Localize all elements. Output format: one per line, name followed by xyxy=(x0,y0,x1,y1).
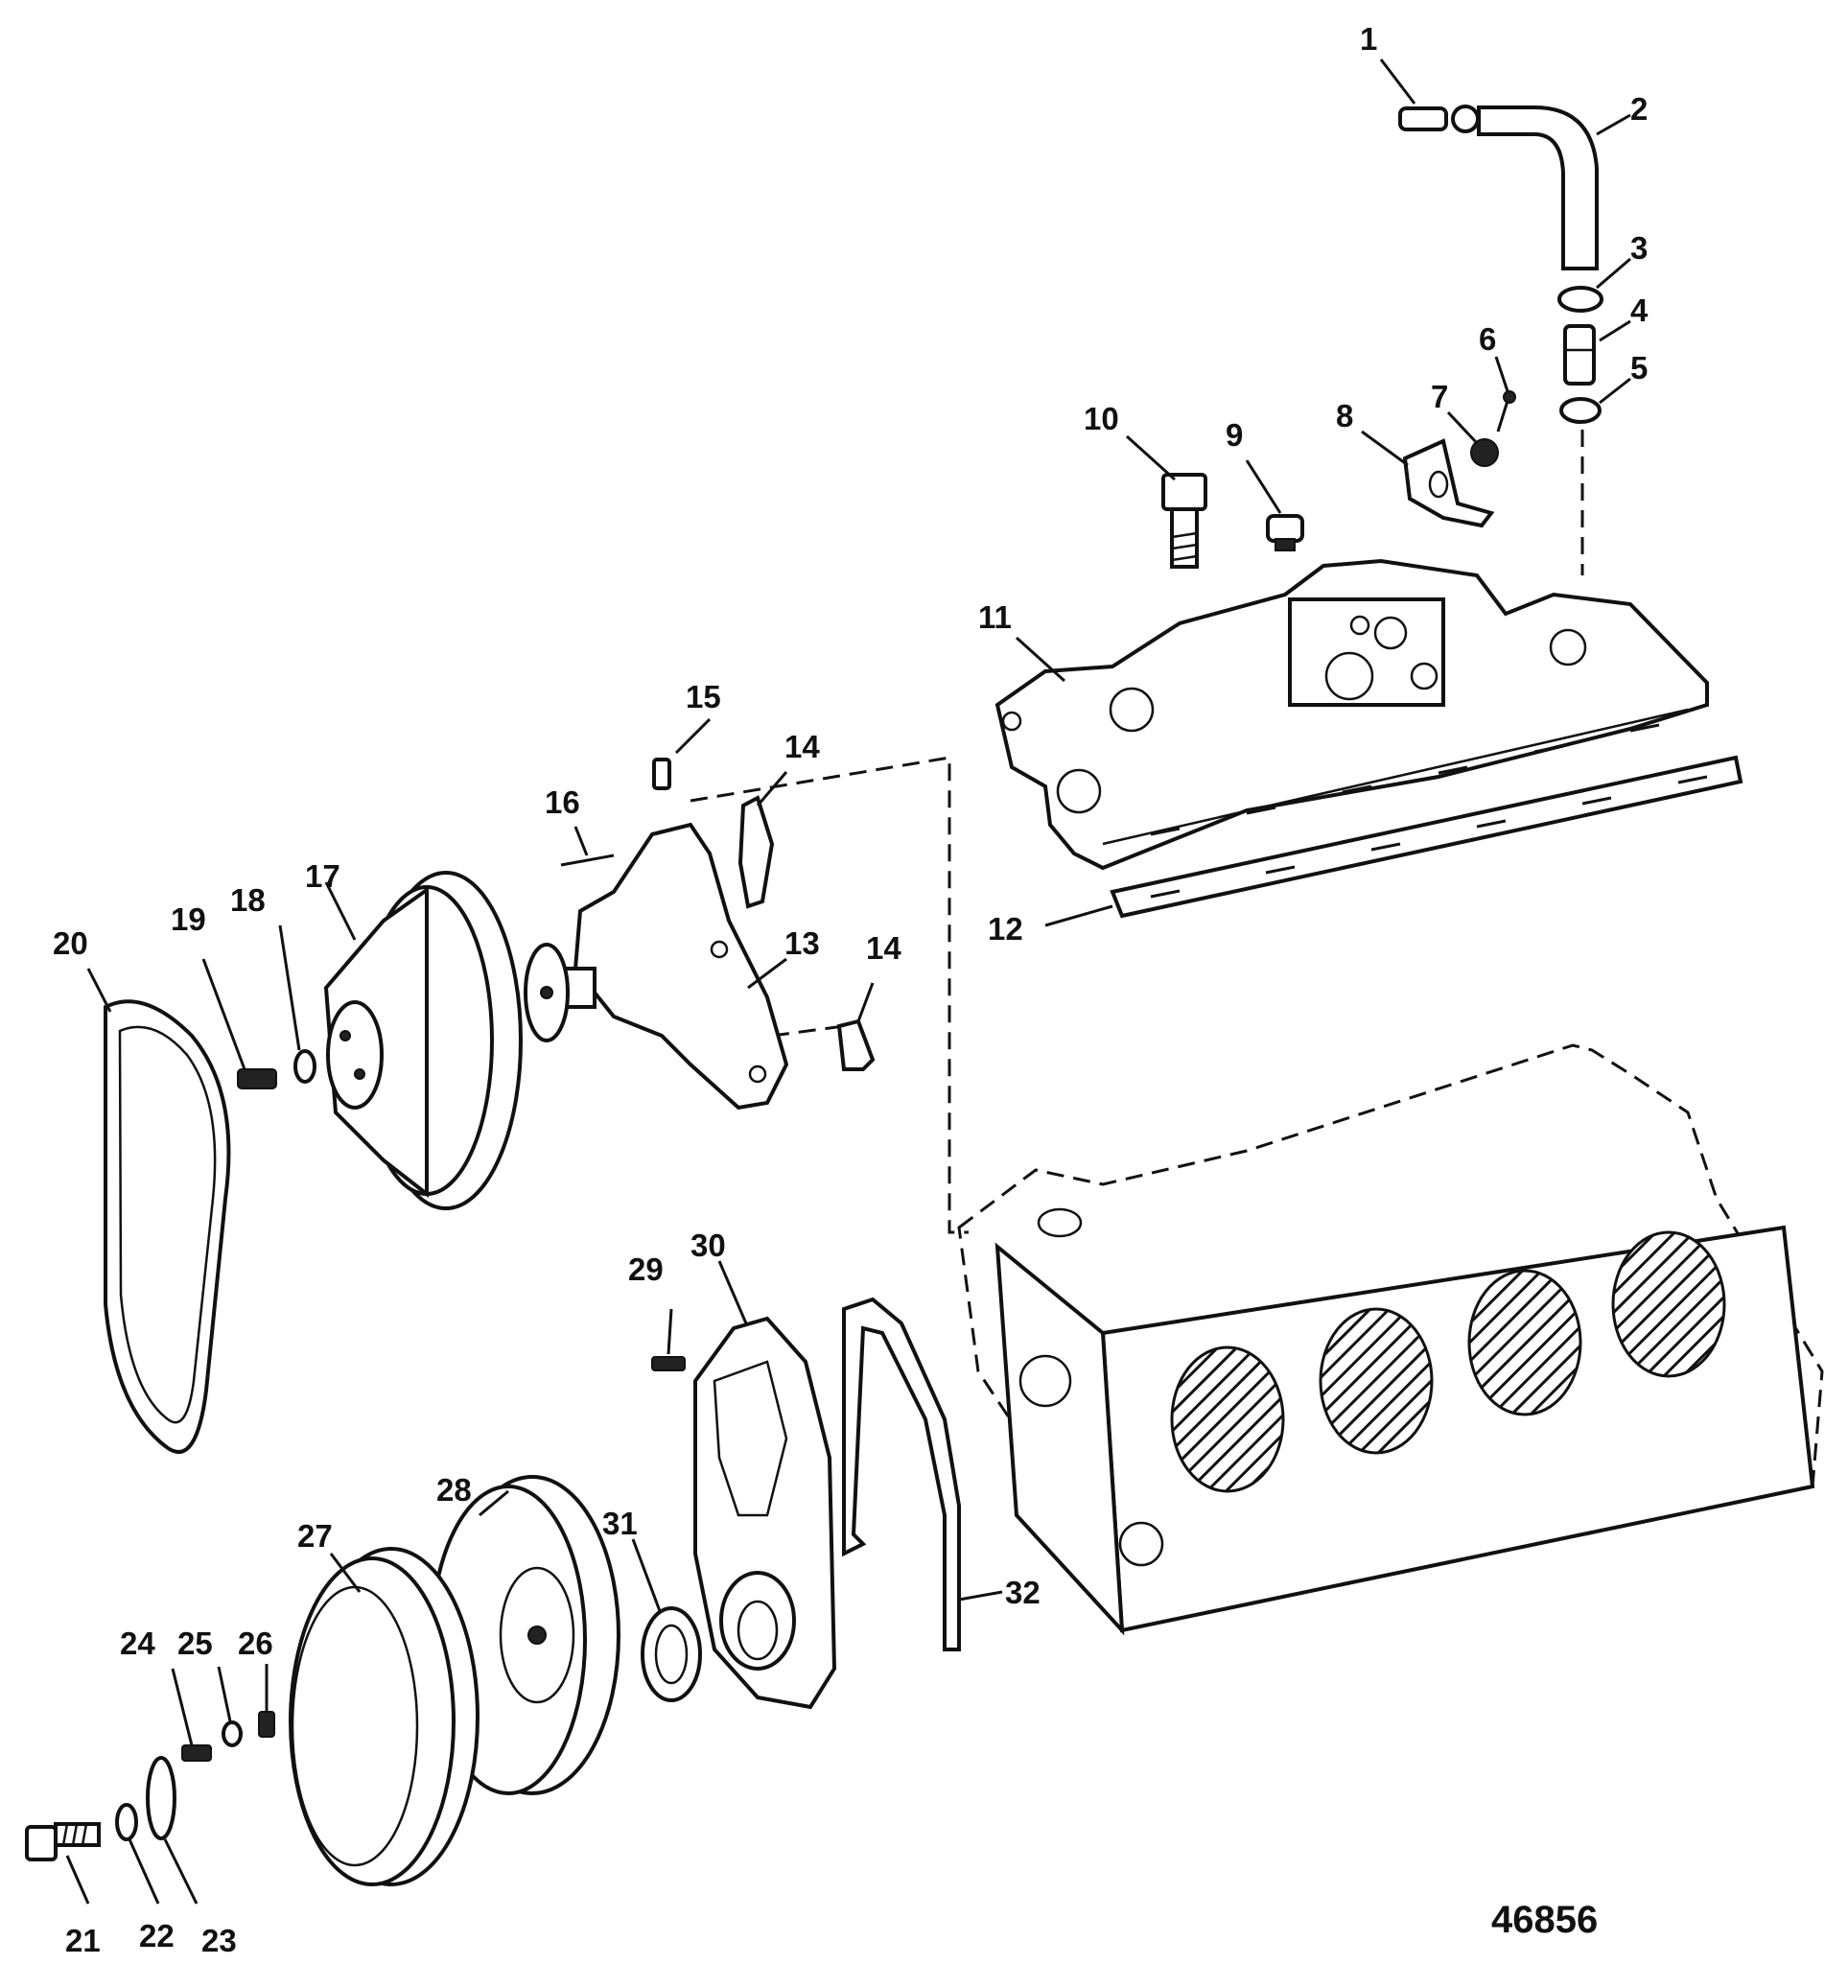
callout-21: 21 xyxy=(65,1923,101,1958)
callout-25: 25 xyxy=(177,1625,213,1661)
part-4-adapter xyxy=(1563,324,1596,386)
figure-number: 46856 xyxy=(1491,1899,1598,1941)
part-32-gasket xyxy=(842,1297,961,1651)
callout-10: 10 xyxy=(1084,401,1119,436)
callout-19: 19 xyxy=(171,901,206,937)
part-14-gasket-lower xyxy=(836,1018,876,1071)
part-15-dowel-pin xyxy=(652,758,671,790)
part-14-gasket-upper xyxy=(737,795,775,909)
engine-block xyxy=(957,1043,1824,1636)
alignment-line xyxy=(690,756,969,1234)
callout-28: 28 xyxy=(436,1472,472,1508)
callout-7: 7 xyxy=(1431,379,1448,414)
callout-2: 2 xyxy=(1630,91,1648,127)
callout-32: 32 xyxy=(1005,1575,1041,1610)
leader-lines xyxy=(65,58,1631,1905)
callout-8: 8 xyxy=(1336,398,1353,433)
callout-labels: 1 2 3 4 5 6 7 8 9 10 11 12 13 14 14 15 1… xyxy=(53,21,1649,1958)
callout-9: 9 xyxy=(1226,417,1243,453)
part-12-gasket xyxy=(1110,755,1743,919)
alignment-line xyxy=(771,1024,845,1038)
callout-4: 4 xyxy=(1630,292,1649,328)
callout-1: 1 xyxy=(1360,21,1377,57)
part-5-washer xyxy=(1559,397,1602,424)
part-21-bolt xyxy=(25,1822,101,1861)
callout-24: 24 xyxy=(120,1625,155,1661)
part-8-bracket xyxy=(1402,438,1495,528)
part-29-bolt xyxy=(651,1356,686,1371)
callout-29: 29 xyxy=(628,1251,664,1287)
part-13-water-pump xyxy=(524,822,789,1111)
callout-27: 27 xyxy=(297,1518,333,1554)
callout-17: 17 xyxy=(305,858,340,894)
callout-3: 3 xyxy=(1630,230,1648,266)
part-7-nut xyxy=(1470,438,1499,467)
part-25-washer xyxy=(222,1720,243,1747)
callout-11: 11 xyxy=(978,599,1012,635)
callout-31: 31 xyxy=(602,1506,638,1541)
part-2-hose xyxy=(1477,105,1599,270)
part-3-hose-clamp xyxy=(1557,286,1603,313)
callout-14-upper: 14 xyxy=(784,729,820,764)
part-23-washer xyxy=(146,1756,176,1840)
callout-16: 16 xyxy=(545,784,580,820)
part-18-washer xyxy=(293,1049,316,1084)
part-24-bolt xyxy=(181,1744,212,1762)
callout-30: 30 xyxy=(690,1228,726,1263)
part-6-bolt xyxy=(1496,390,1516,433)
part-22-washer xyxy=(115,1803,138,1841)
callout-23: 23 xyxy=(201,1923,237,1958)
callout-5: 5 xyxy=(1630,350,1648,386)
callout-26: 26 xyxy=(238,1625,273,1661)
callout-22: 22 xyxy=(139,1918,175,1953)
part-11-intake-manifold xyxy=(994,558,1709,871)
part-10-bolt xyxy=(1161,473,1207,569)
part-20-drive-belt xyxy=(104,999,231,1454)
callout-6: 6 xyxy=(1479,321,1496,357)
part-1-fitting xyxy=(1398,105,1480,133)
callout-12: 12 xyxy=(988,911,1023,947)
callout-13: 13 xyxy=(784,925,820,961)
part-31-oil-seal xyxy=(641,1606,702,1702)
callout-15: 15 xyxy=(686,679,721,714)
callout-14-lower: 14 xyxy=(866,930,901,966)
part-30-timing-cover xyxy=(693,1316,837,1710)
part-16-bolt xyxy=(560,854,615,867)
part-26-nut xyxy=(258,1711,275,1738)
part-17-pulley xyxy=(323,871,523,1210)
part-19-bolt xyxy=(237,1068,277,1089)
part-27-harmonic-balancer xyxy=(289,1547,480,1886)
callout-20: 20 xyxy=(53,925,88,961)
part-9-plug xyxy=(1266,514,1304,551)
callout-18: 18 xyxy=(230,882,266,918)
